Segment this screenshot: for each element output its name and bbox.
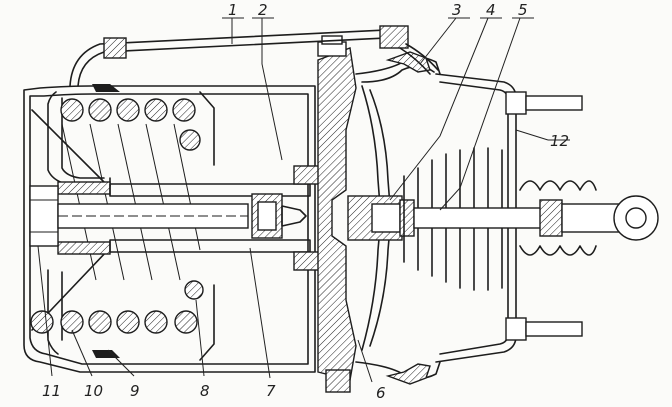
- spring-housing: [23, 85, 316, 373]
- push-rod: [413, 180, 659, 256]
- callout-2: 2: [258, 1, 268, 19]
- callout-4: 4: [486, 1, 496, 19]
- callout-1: 1: [228, 1, 238, 19]
- callout-10: 10: [84, 382, 103, 400]
- callout-8: 8: [200, 382, 210, 400]
- callout-9: 9: [130, 382, 140, 400]
- callout-12: 12: [550, 132, 569, 150]
- seals: [92, 84, 120, 358]
- leader-lines: [37, 17, 570, 383]
- callout-3: 3: [452, 1, 462, 19]
- callout-11: 11: [42, 382, 61, 400]
- diaphragm: [347, 51, 441, 385]
- callout-labels: 1 2 3 4 5 6 7 8 9 10 11 12: [42, 1, 569, 402]
- callout-6: 6: [376, 384, 386, 402]
- power-spring: [30, 98, 204, 334]
- callout-7: 7: [266, 382, 276, 400]
- callout-5: 5: [518, 1, 528, 19]
- air-tube: [69, 25, 439, 87]
- release-bolt: [29, 185, 307, 247]
